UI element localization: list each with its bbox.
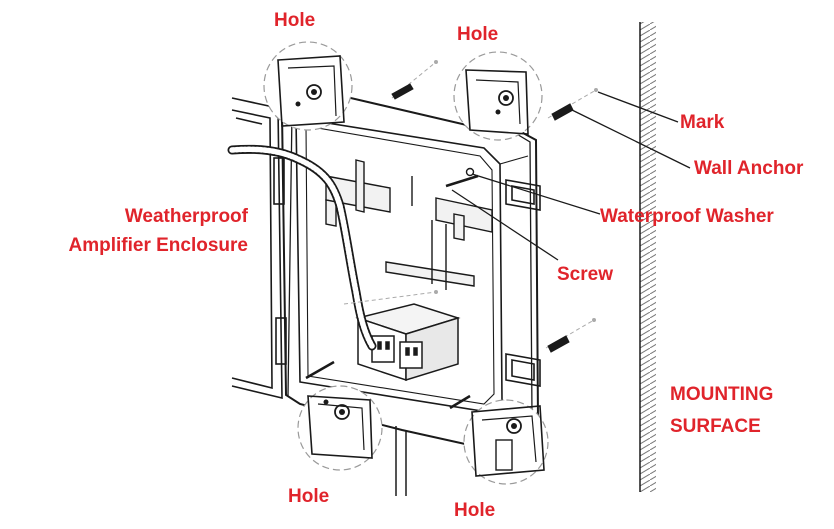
label-hole-bottom-right: Hole xyxy=(454,500,496,521)
label-enclosure-line2: Amplifier Enclosure xyxy=(68,235,249,256)
fasteners xyxy=(305,60,598,410)
label-surface-line1: MOUNTING xyxy=(670,384,774,405)
leader-lines xyxy=(451,91,691,261)
label-enclosure-line1: Weatherproof xyxy=(124,206,248,227)
label-mounting-surface: MOUNTING SURFACE xyxy=(670,384,773,438)
label-hole-top-left: Hole xyxy=(274,10,316,31)
label-mark: Mark xyxy=(680,112,725,133)
hole-detail-bottom-right xyxy=(463,399,549,485)
mounting-surface-wall xyxy=(639,22,656,492)
label-hole-bottom-left: Hole xyxy=(288,486,330,507)
label-wall-anchor: Wall Anchor xyxy=(694,158,804,179)
hole-detail-top-right xyxy=(453,51,543,141)
power-outlet-box xyxy=(355,303,461,382)
label-hole-top-right: Hole xyxy=(457,24,499,45)
interior-brackets xyxy=(325,159,493,290)
hole-detail-top-left xyxy=(263,41,353,131)
enclosure-door xyxy=(231,97,287,400)
hole-detail-bottom-left xyxy=(297,385,383,471)
label-waterproof-washer: Waterproof Washer xyxy=(600,206,774,227)
enclosure-latches xyxy=(505,179,541,387)
label-enclosure: Weatherproof Amplifier Enclosure xyxy=(14,206,249,257)
label-surface-line2: SURFACE xyxy=(670,416,761,437)
label-screw: Screw xyxy=(557,264,613,285)
flexible-conduit xyxy=(227,144,407,496)
